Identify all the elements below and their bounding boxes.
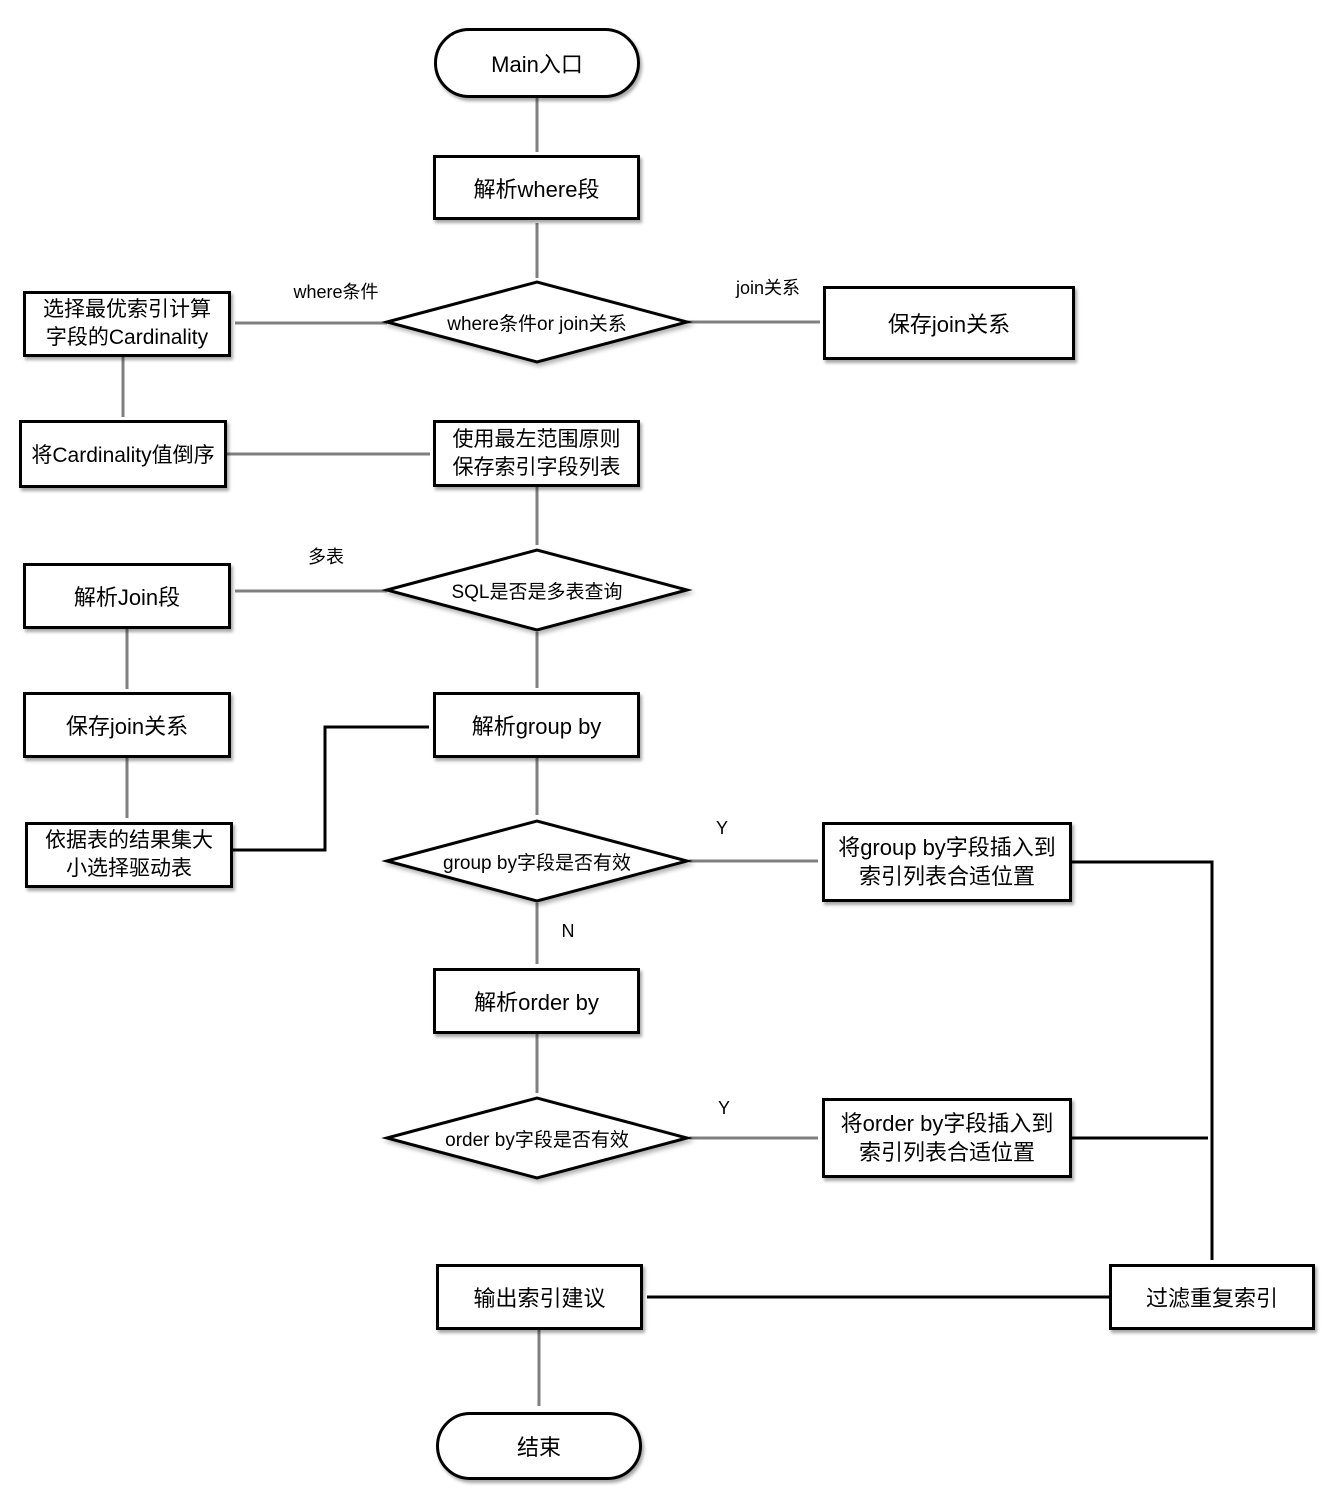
node-save-index-fields-label: 使用最左范围原则保存索引字段列表 [452, 427, 621, 479]
node-parse-where: 解析where段 [433, 155, 640, 220]
node-where-or-join-label: where条件or join关系 [447, 313, 627, 335]
node-start: Main入口 [434, 28, 640, 98]
node-filter-duplicate-index-label: 过滤重复索引 [1145, 1286, 1278, 1311]
node-parse-join-label: 解析Join段 [73, 585, 181, 610]
node-multi-table-label: SQL是否是多表查询 [451, 581, 623, 603]
node-group-by-valid-label: group by字段是否有效 [443, 852, 631, 874]
node-where-or-join-decision: where条件or join关系 [381, 279, 693, 365]
node-sort-cardinality-label: 将Cardinality值倒序 [31, 444, 215, 467]
node-order-by-valid-label: order by字段是否有效 [445, 1129, 629, 1151]
node-insert-group-by: 将group by字段插入到索引列表合适位置 [822, 822, 1072, 902]
edge-label-group-by-no: N [561, 921, 575, 941]
node-save-index-fields: 使用最左范围原则保存索引字段列表 [433, 420, 640, 487]
diamond-shape [381, 280, 693, 364]
node-order-by-valid-decision: order by字段是否有效 [381, 1095, 693, 1181]
node-start-label: Main入口 [491, 52, 583, 77]
node-parse-order-by-label: 解析order by [474, 990, 599, 1015]
diamond-shape [381, 1096, 693, 1180]
node-choose-driver-table: 依据表的结果集大小选择驱动表 [25, 822, 233, 888]
node-parse-where-label: 解析where段 [473, 176, 600, 202]
node-insert-group-by-label: 将group by字段插入到索引列表合适位置 [838, 834, 1056, 889]
node-end: 结束 [436, 1412, 642, 1480]
edge-label-group-by-yes: Y [715, 818, 728, 838]
node-parse-join: 解析Join段 [23, 563, 231, 629]
node-choose-driver-table-label: 依据表的结果集大小选择驱动表 [45, 829, 213, 880]
node-save-join-top: 保存join关系 [823, 286, 1075, 360]
node-end-label: 结束 [516, 1435, 561, 1460]
node-insert-order-by: 将order by字段插入到索引列表合适位置 [822, 1098, 1072, 1178]
node-parse-group-by-label: 解析group by [471, 714, 602, 739]
node-group-by-valid-decision: group by字段是否有效 [381, 818, 693, 904]
node-output-index-advice: 输出索引建议 [436, 1264, 643, 1330]
node-filter-duplicate-index: 过滤重复索引 [1109, 1264, 1315, 1330]
node-calc-cardinality-label: 选择最优索引计算字段的Cardinality [43, 298, 211, 349]
node-save-join-left: 保存join关系 [23, 692, 231, 758]
edge-label-order-by-yes: Y [717, 1098, 730, 1118]
node-calc-cardinality: 选择最优索引计算字段的Cardinality [23, 291, 231, 357]
edge-label-join-relation: join关系 [735, 278, 801, 298]
edge-choose-driver-to-parse-group [233, 725, 429, 852]
node-sort-cardinality: 将Cardinality值倒序 [19, 420, 227, 488]
node-parse-group-by: 解析group by [433, 692, 640, 758]
node-save-join-left-label: 保存join关系 [65, 714, 189, 739]
node-insert-order-by-label: 将order by字段插入到索引列表合适位置 [840, 1110, 1054, 1165]
node-output-index-advice-label: 输出索引建议 [473, 1286, 606, 1311]
diamond-shape [381, 819, 693, 903]
edge-label-where-condition: where条件 [293, 282, 379, 302]
node-multi-table-decision: SQL是否是多表查询 [381, 547, 693, 633]
node-parse-order-by: 解析order by [433, 968, 640, 1034]
edge-insert-group-to-filter [1072, 860, 1214, 1260]
edge-label-multi-table: 多表 [308, 547, 344, 567]
node-save-join-top-label: 保存join关系 [887, 312, 1011, 337]
diamond-shape [381, 548, 693, 632]
